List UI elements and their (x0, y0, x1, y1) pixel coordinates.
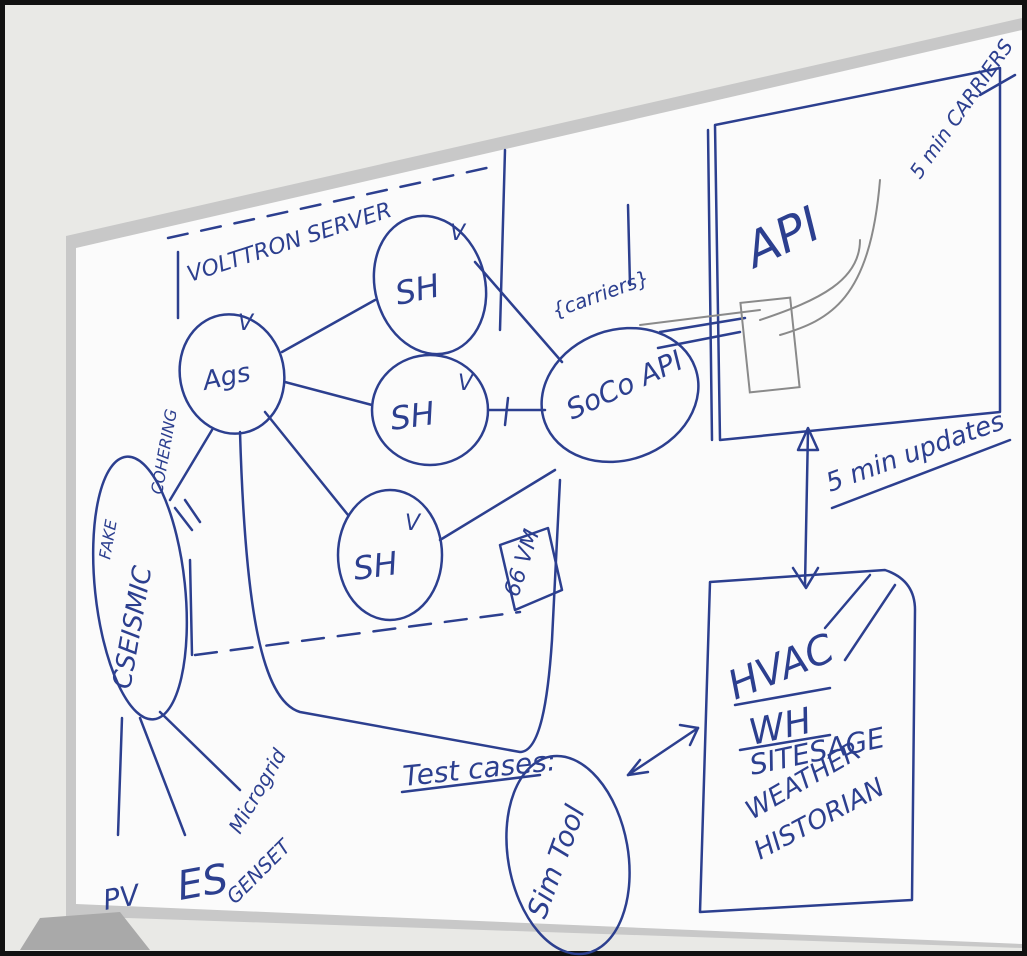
cross-tick-2 (173, 498, 202, 532)
sim-tool-node (505, 754, 631, 956)
ags-v-mark: V (238, 311, 255, 336)
volttron-server-left-wall (188, 558, 194, 657)
pv-label: PV (100, 878, 143, 917)
api-inner-sketch-curve-1 (759, 239, 861, 321)
ags-long-curve (238, 430, 562, 754)
volttron-server-dashed-bottom (193, 610, 522, 657)
hvac-divider (733, 686, 832, 707)
sh-top-label: SH (392, 266, 443, 312)
cseismic-es-link (138, 716, 187, 837)
hvac-box (698, 568, 917, 914)
sh-bottom-v-mark: V (405, 511, 422, 536)
soco-api-arrow-2 (658, 316, 747, 334)
sh-middle-v-mark: V (458, 371, 475, 396)
vm-box (498, 526, 564, 612)
volttron-server-dashed-right (498, 148, 507, 332)
carriers-down-arrow (626, 203, 632, 287)
updates-underline (830, 438, 1012, 510)
ags-sh-top-link (280, 298, 377, 354)
api-inner-sketch-curve-3 (639, 309, 761, 326)
ags-sh-mid-link (283, 380, 374, 407)
sim-hvac-arrow (626, 726, 700, 777)
test-cases-underline (400, 773, 542, 794)
sh-bottom-label: SH (351, 544, 400, 588)
sim-hvac-arrowhead (626, 758, 650, 777)
sh-top-soco-link (473, 260, 564, 364)
api-hvac-arrowhead-top (796, 426, 820, 452)
api-inner-sketch-box (739, 296, 801, 394)
ags-cseismic-link (168, 428, 214, 502)
volttron-server-dashed-top (166, 163, 502, 240)
sim-hvac-arrowhead-2 (678, 723, 700, 747)
sh-bottom-soco-link (438, 468, 557, 542)
cross-tick-1 (503, 396, 510, 427)
cseismic-pv-link (116, 716, 124, 837)
ags-sh-bottom-link (263, 410, 350, 517)
carriers-right-arrow (978, 73, 1017, 97)
hvac-arrow-2 (843, 583, 897, 662)
ags-node (178, 313, 286, 435)
cseismic-node (91, 455, 189, 721)
api-box-side (706, 128, 714, 442)
api-inner-sketch-curve-2 (779, 179, 881, 336)
soco-api-arrow (656, 330, 742, 350)
wh-divider (738, 733, 832, 752)
hvac-arrow-1 (823, 573, 872, 630)
api-hvac-arrow (803, 428, 810, 587)
sh-node-bottom (336, 488, 444, 622)
soco-api-node (540, 326, 700, 464)
es-label: ES (174, 856, 232, 910)
marker-tray (20, 912, 150, 950)
sh-middle-label: SH (388, 394, 437, 438)
sh-top-v-mark: V (450, 221, 467, 246)
cseismic-microgrid-link (158, 710, 242, 792)
api-hvac-arrowhead-bottom (791, 566, 820, 590)
